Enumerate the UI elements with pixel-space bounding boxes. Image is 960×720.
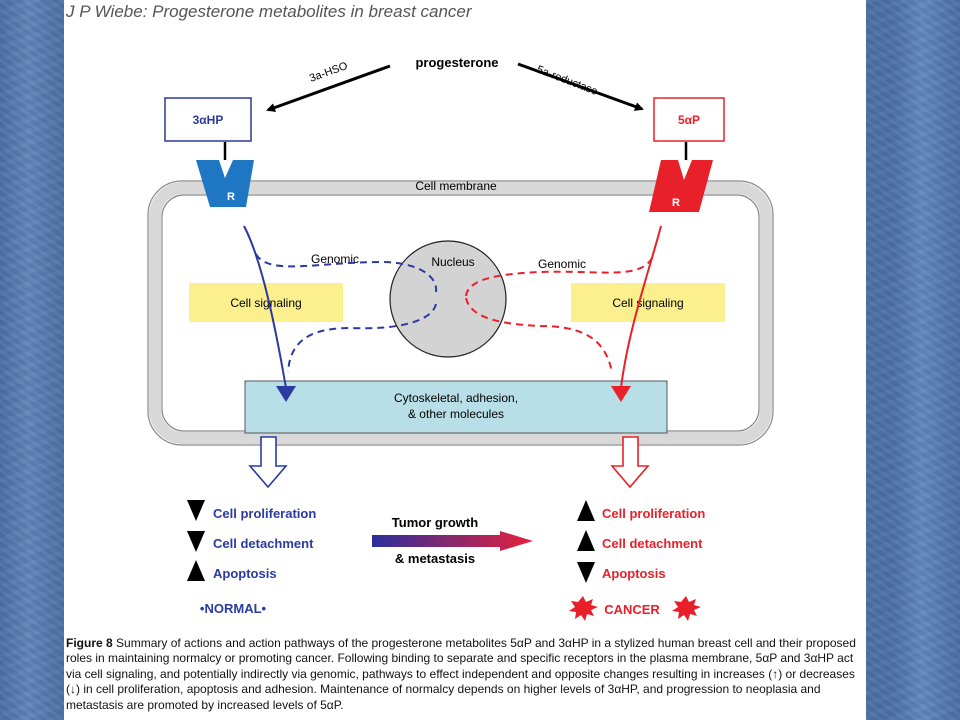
receptor-left — [196, 160, 254, 207]
red-signaling-path — [620, 225, 662, 389]
receptor-right-notch — [678, 160, 692, 180]
metastasis-label: & metastasis — [395, 551, 475, 566]
increase-arrow-icon — [187, 560, 205, 581]
genomic-label-right: Genomic — [538, 257, 586, 271]
nucleus-label: Nucleus — [431, 255, 474, 269]
starburst-icon — [569, 596, 598, 621]
right-apoptosis: Apoptosis — [602, 566, 666, 581]
red-signaling-arrowhead — [611, 386, 631, 402]
red-genomic-path-in — [465, 257, 653, 297]
cell-membrane-band — [149, 182, 772, 444]
genomic-label-left: Genomic — [311, 252, 359, 266]
receptor-left-label: R — [227, 191, 235, 203]
figure-header: J P Wiebe: Progesterone metabolites in b… — [66, 2, 472, 21]
red-genomic-path-out — [465, 297, 613, 373]
receptor-left-notch — [219, 160, 233, 178]
left-apoptosis: Apoptosis — [213, 566, 277, 581]
left-detachment: Cell detachment — [213, 536, 314, 551]
blue-signaling-arrowhead — [276, 386, 296, 402]
metabolite-label-3ahp: 3αHP — [193, 113, 224, 127]
arrow-to-3ahp — [266, 64, 391, 112]
cancer-label: CANCER — [604, 602, 660, 617]
receptor-right-label: R — [672, 197, 680, 209]
right-detachment: Cell detachment — [602, 536, 703, 551]
cytoskeletal-box — [244, 380, 668, 434]
right-proliferation: Cell proliferation — [602, 506, 705, 521]
signaling-label-right: Cell signaling — [612, 296, 683, 310]
tumor-growth-arrow — [372, 531, 533, 551]
progesterone-label: progesterone — [415, 55, 498, 70]
decrease-arrow-icon — [577, 562, 595, 583]
cell-membrane-label: Cell membrane — [415, 179, 497, 193]
normal-label: •NORMAL• — [200, 601, 267, 616]
left-proliferation: Cell proliferation — [213, 506, 316, 521]
blue-signaling-path — [243, 225, 287, 389]
enzyme-right-label: 5a-reductase — [535, 64, 599, 98]
blue-genomic-path-out — [287, 303, 437, 373]
figure-caption: Figure 8 Summary of actions and action p… — [66, 636, 862, 713]
blue-genomic-path-in — [255, 253, 438, 293]
outcome-arrow-right — [610, 436, 650, 489]
decrease-arrow-icon — [187, 531, 205, 552]
cytoskeletal-label-line1: Cytoskeletal, adhesion, — [394, 391, 518, 405]
arrow-to-5ap — [517, 62, 644, 111]
outcome-arrow-left — [248, 436, 288, 489]
metabolite-box-3ahp — [164, 97, 252, 142]
caption-text: Summary of actions and action pathways o… — [66, 636, 856, 712]
enzyme-left-label: 3a-HSO — [308, 60, 350, 85]
tumor-growth-label: Tumor growth — [392, 515, 478, 530]
receptor-right — [649, 160, 713, 212]
signaling-box-right — [571, 283, 725, 322]
signaling-label-left: Cell signaling — [230, 296, 301, 310]
starburst-icon — [672, 596, 701, 621]
caption-label: Figure 8 — [66, 636, 113, 650]
increase-arrow-icon — [577, 530, 595, 551]
metabolite-label-5ap: 5αP — [678, 113, 700, 127]
cytoskeletal-label-line2: & other molecules — [408, 407, 504, 421]
metabolite-box-5ap — [653, 97, 725, 142]
cell-membrane — [147, 180, 774, 446]
increase-arrow-icon — [577, 500, 595, 521]
decrease-arrow-icon — [187, 500, 205, 521]
